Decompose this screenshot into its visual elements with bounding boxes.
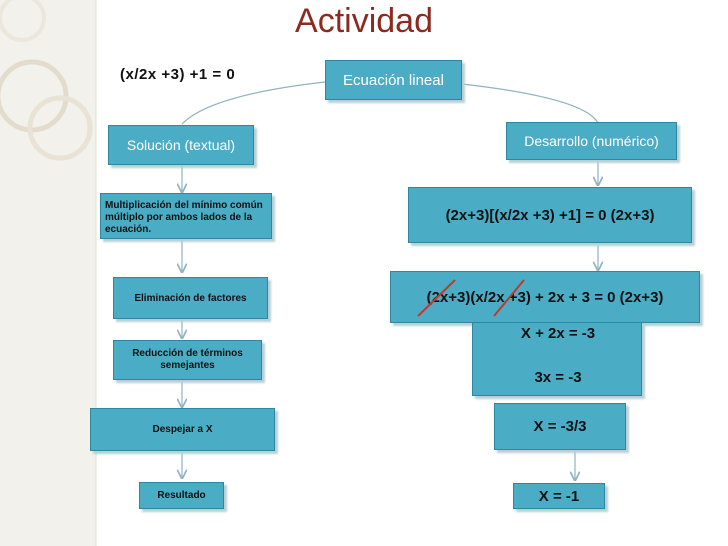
strike-factor-2 — [493, 279, 525, 317]
left-step-5: Resultado — [139, 482, 224, 509]
cancellation-strokes — [417, 279, 525, 317]
left-header-node: Solución (textual) — [108, 125, 254, 165]
right-header-node: Desarrollo (numérico) — [506, 122, 677, 160]
curve-root-to-right — [461, 83, 599, 124]
right-step-1: (2x+3)[(x/2x +3) +1] = 0 (2x+3) — [408, 187, 692, 243]
right-step-3-4-box: X + 2x = -3 3x = -3 — [472, 322, 642, 396]
right-step-3: X + 2x = -3 — [520, 325, 596, 342]
right-step-4: 3x = -3 — [534, 369, 582, 386]
page-title: Actividad — [295, 2, 433, 40]
equation-label: (x/2x +3) +1 = 0 — [120, 66, 236, 83]
right-step-2: (2x+3)(x/2x +3) + 2x + 3 = 0 (2x+3) — [390, 271, 700, 323]
left-step-2: Eliminación de factores — [113, 277, 268, 319]
root-node: Ecuación lineal — [325, 60, 462, 100]
strike-factor-1 — [417, 279, 456, 317]
right-step-5: X = -3/3 — [494, 403, 626, 450]
curve-root-to-left — [181, 81, 326, 125]
left-step-1: Multiplicación del mínimo común múltiplo… — [100, 193, 272, 239]
right-step-6: X = -1 — [513, 483, 605, 509]
right-step-2-text: (2x+3)(x/2x +3) + 2x + 3 = 0 (2x+3) — [426, 288, 664, 306]
left-step-3: Reducción de términos semejantes — [113, 340, 262, 380]
left-step-4: Despejar a X — [90, 408, 275, 451]
